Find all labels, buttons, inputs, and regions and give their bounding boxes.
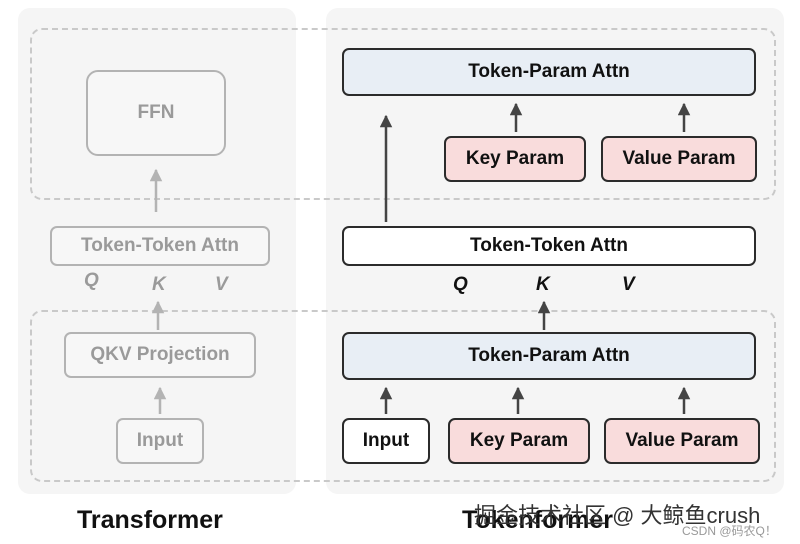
tokenformer-bottom-key-param-label: Key Param (469, 430, 569, 451)
top-dashed-group (30, 28, 776, 200)
transformer-ffn-label: FFN (137, 102, 175, 123)
watermark-main: 掘金技术社区 @ 大鲸鱼crush (474, 503, 761, 528)
tokenformer-input-box: Input (342, 418, 430, 464)
tokenformer-top-key-param-label: Key Param (465, 148, 565, 169)
tokenformer-input-label: Input (362, 430, 410, 451)
transformer-qkv-projection-label: QKV Projection (90, 344, 230, 365)
tokenformer-top-token-param-attn-box: Token-Param Attn (342, 48, 756, 96)
transformer-token-token-attn-box: Token-Token Attn (50, 226, 270, 266)
transformer-q-label: Q (84, 270, 99, 291)
tokenformer-bottom-value-param-label: Value Param (625, 430, 739, 451)
tokenformer-caption: Tokenformer (462, 506, 613, 534)
transformer-token-token-attn-label: Token-Token Attn (81, 235, 239, 256)
watermark-sub: CSDN @码农Q！ (682, 524, 777, 538)
tokenformer-bottom-key-param-box: Key Param (448, 418, 590, 464)
transformer-caption: Transformer (77, 506, 223, 534)
tokenformer-top-value-param-box: Value Param (601, 136, 757, 182)
tokenformer-bottom-token-param-attn-label: Token-Param Attn (468, 345, 630, 366)
transformer-v-label: V (215, 274, 228, 295)
tokenformer-token-token-attn-box: Token-Token Attn (342, 226, 756, 266)
transformer-qkv-projection-box: QKV Projection (64, 332, 256, 378)
tokenformer-top-value-param-label: Value Param (622, 148, 736, 169)
tokenformer-q-label: Q (453, 274, 468, 295)
transformer-ffn-box: FFN (86, 70, 226, 156)
tokenformer-k-label: K (536, 274, 550, 295)
transformer-input-label: Input (136, 430, 184, 451)
transformer-k-label: K (152, 274, 166, 295)
bottom-dashed-group (30, 310, 776, 482)
tokenformer-top-token-param-attn-label: Token-Param Attn (468, 61, 630, 82)
tokenformer-top-key-param-box: Key Param (444, 136, 586, 182)
tokenformer-bottom-token-param-attn-box: Token-Param Attn (342, 332, 756, 380)
transformer-input-box: Input (116, 418, 204, 464)
tokenformer-bottom-value-param-box: Value Param (604, 418, 760, 464)
tokenformer-token-token-attn-label: Token-Token Attn (470, 235, 628, 256)
tokenformer-v-label: V (622, 274, 635, 295)
